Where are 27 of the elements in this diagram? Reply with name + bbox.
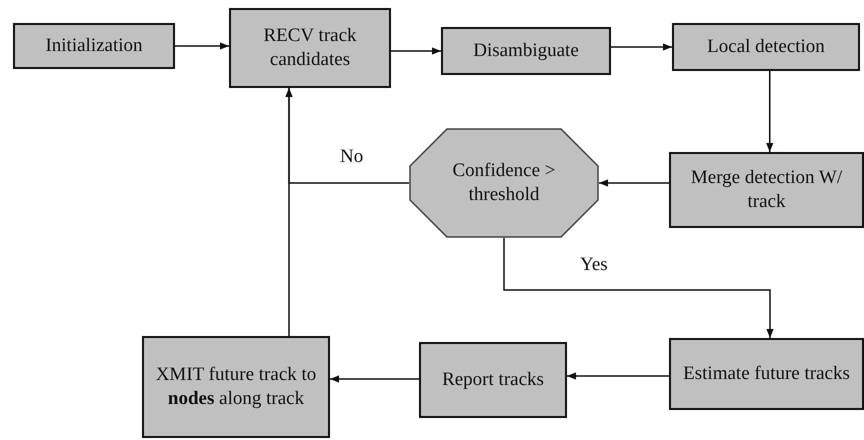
- process-box: [441, 27, 611, 75]
- process-box: [419, 342, 567, 418]
- process-box: [669, 338, 864, 410]
- process-box: [672, 23, 860, 71]
- node-label: Disambiguate: [472, 39, 580, 63]
- node-label: Initialization: [44, 34, 144, 58]
- node-label: Estimate future tracks: [682, 362, 851, 386]
- process-box: [142, 336, 330, 438]
- process-box: [13, 23, 175, 69]
- node-label: XMIT future track to nodes along track: [154, 363, 318, 411]
- process-box: [229, 8, 391, 88]
- arrow: [599, 179, 669, 187]
- decision-octagon: [409, 128, 599, 238]
- arrow: [285, 88, 293, 336]
- arrow: [503, 238, 774, 338]
- node-label: Confidence > threshold: [451, 159, 557, 207]
- process-box: [669, 152, 864, 228]
- node-label: Merge detection W/ track: [690, 166, 844, 214]
- arrow: [391, 47, 441, 55]
- arrow: [330, 375, 419, 383]
- node-label: RECV track candidates: [262, 24, 358, 72]
- arrow: [567, 372, 669, 380]
- arrow: [175, 42, 229, 50]
- node-label: Report tracks: [441, 368, 545, 392]
- arrow: [611, 43, 672, 51]
- arrow: [766, 71, 774, 152]
- node-label: Local detection: [706, 35, 826, 59]
